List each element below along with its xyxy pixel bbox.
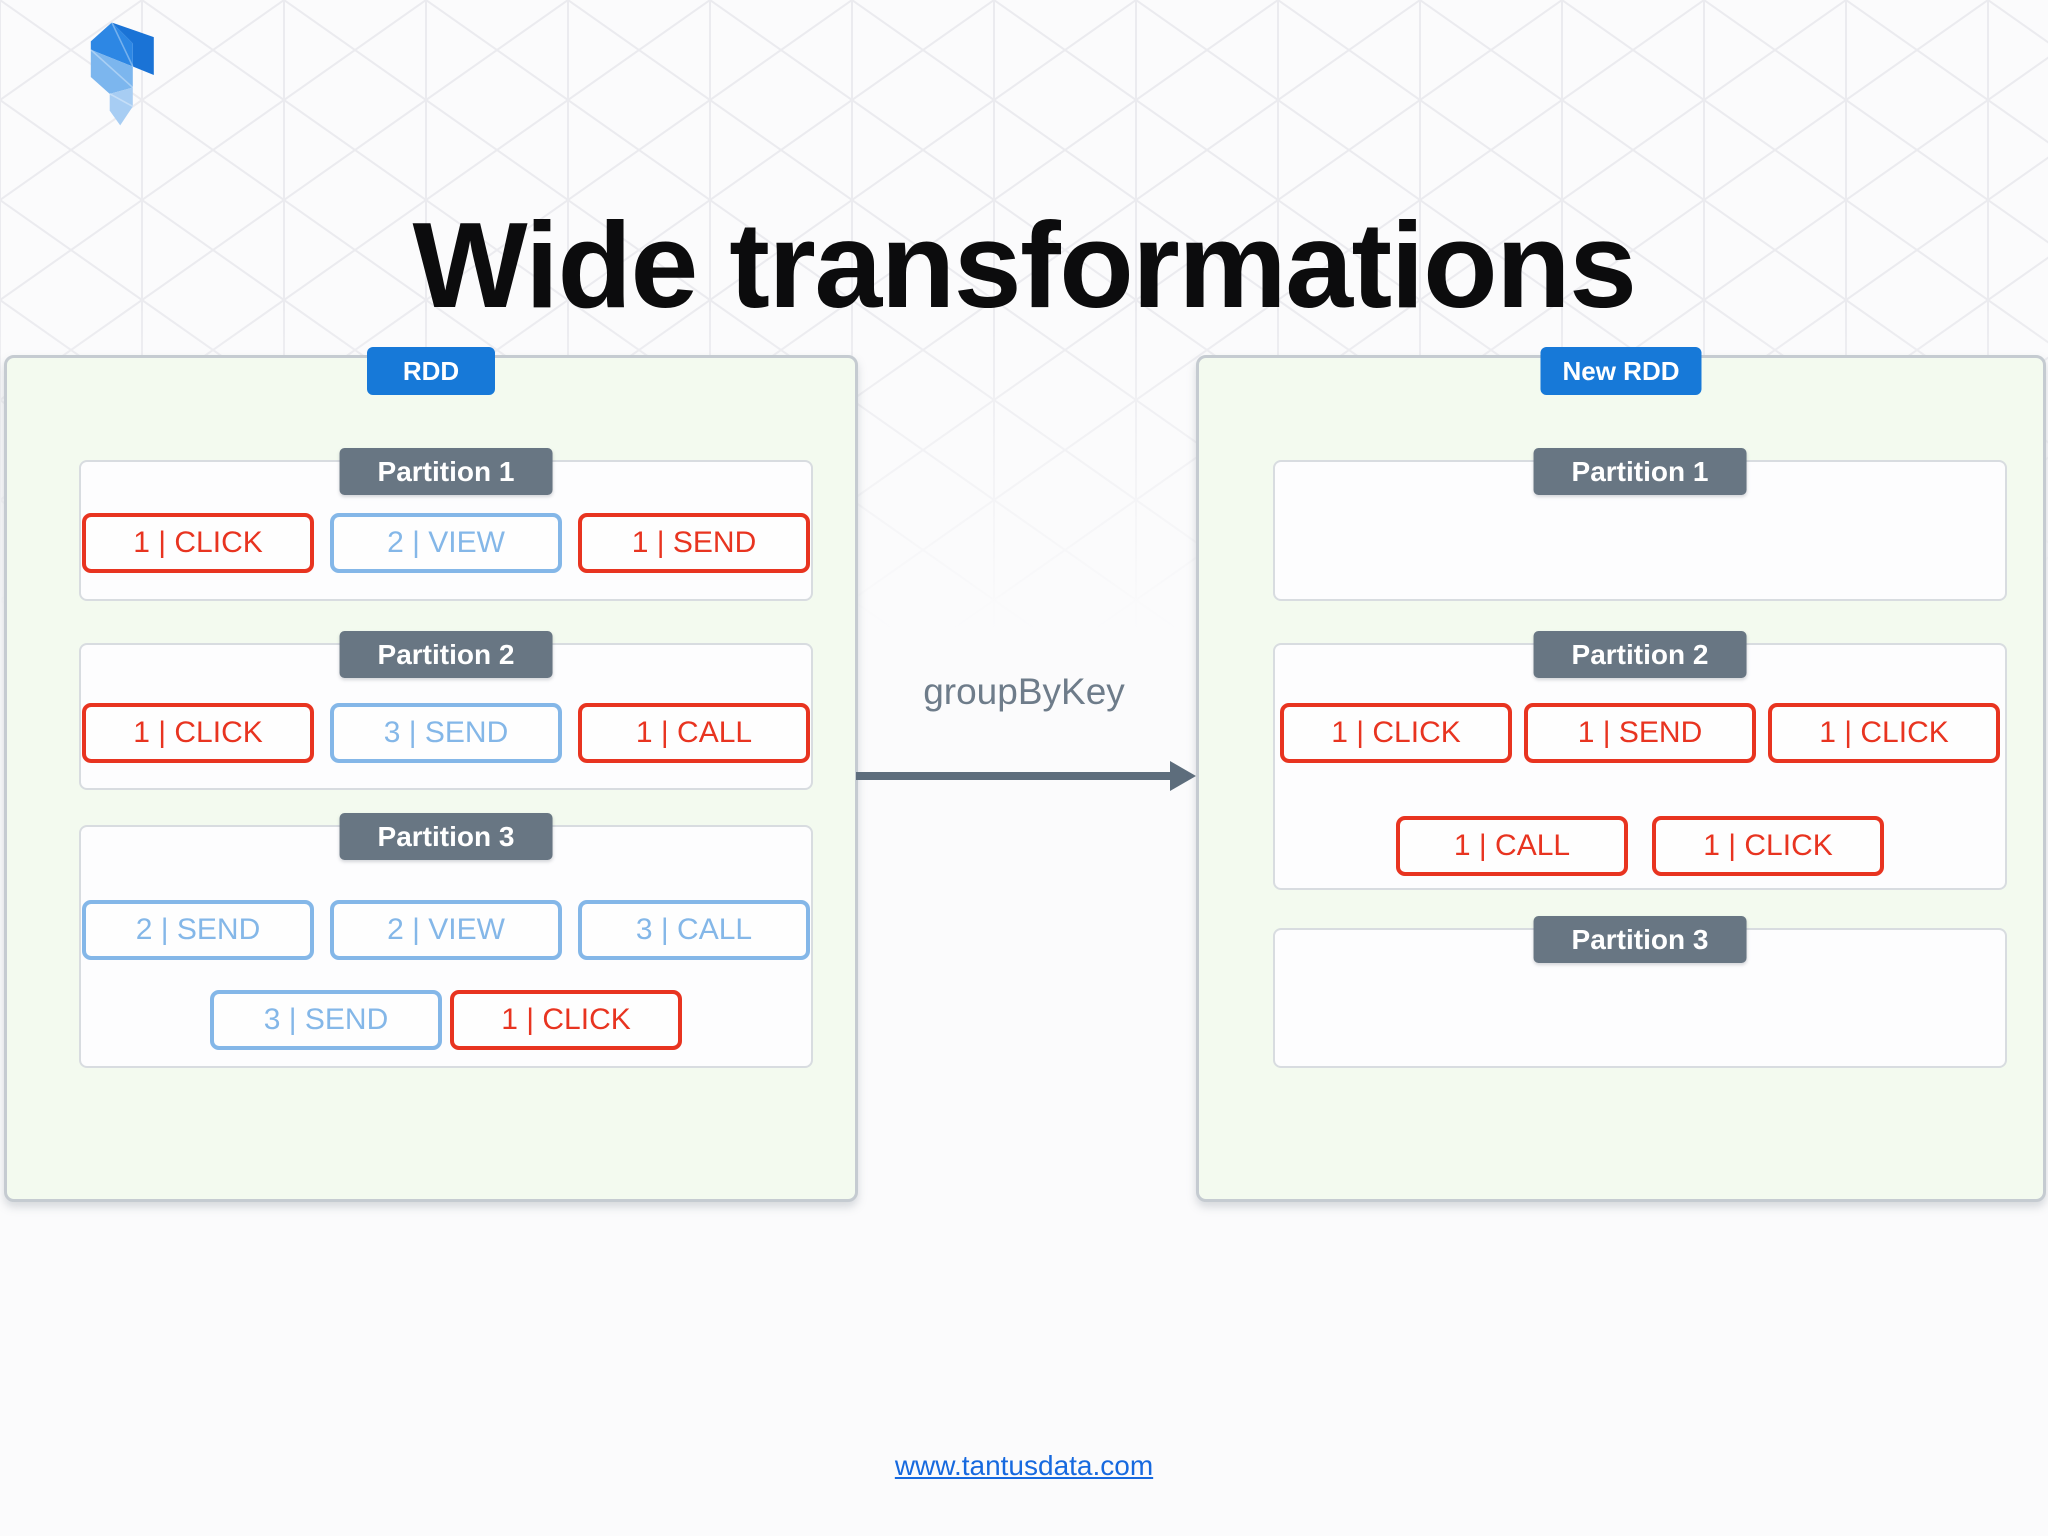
record-pill: 1 | CLICK bbox=[450, 990, 682, 1050]
partition-header: Partition 3 bbox=[1533, 916, 1747, 963]
record-pill: 1 | SEND bbox=[578, 513, 810, 573]
record-row: 2 | SEND 2 | VIEW 3 | CALL bbox=[81, 900, 811, 960]
record-row: 1 | CLICK 1 | SEND 1 | CLICK bbox=[1275, 703, 2005, 763]
shuffle-arrow-icon bbox=[856, 761, 1196, 791]
record-row: 1 | CALL 1 | CLICK bbox=[1275, 816, 2005, 876]
record-pill: 2 | VIEW bbox=[330, 900, 562, 960]
record-pill: 3 | SEND bbox=[210, 990, 442, 1050]
record-pill: 2 | VIEW bbox=[330, 513, 562, 573]
record-pill: 1 | SEND bbox=[1524, 703, 1756, 763]
record-pill: 1 | CLICK bbox=[1768, 703, 2000, 763]
source-rdd-panel: RDD Partition 1 1 | CLICK 2 | VIEW 1 | S… bbox=[4, 347, 858, 1202]
partition-header: Partition 1 bbox=[1533, 448, 1747, 495]
footer: www.tantusdata.com bbox=[0, 1450, 2048, 1482]
record-pill: 1 | CALL bbox=[1396, 816, 1628, 876]
footer-link[interactable]: www.tantusdata.com bbox=[894, 1450, 1154, 1481]
record-pill: 3 | SEND bbox=[330, 703, 562, 763]
record-pill: 1 | CLICK bbox=[1280, 703, 1512, 763]
record-row: 1 | CLICK 3 | SEND 1 | CALL bbox=[81, 703, 811, 763]
result-partition-1: Partition 1 bbox=[1273, 448, 2007, 601]
record-pill: 1 | CLICK bbox=[1652, 816, 1884, 876]
record-row: 3 | SEND 1 | CLICK bbox=[81, 990, 811, 1050]
source-partition-3: Partition 3 2 | SEND 2 | VIEW 3 | CALL 3… bbox=[79, 813, 813, 1068]
result-rdd-panel: New RDD Partition 1 Partition 2 1 | CLIC… bbox=[1196, 347, 2046, 1202]
partition-header: Partition 1 bbox=[339, 448, 553, 495]
result-partition-2: Partition 2 1 | CLICK 1 | SEND 1 | CLICK… bbox=[1273, 631, 2007, 890]
partition-header: Partition 2 bbox=[339, 631, 553, 678]
partition-header: Partition 3 bbox=[339, 813, 553, 860]
transformation-label: groupByKey bbox=[923, 671, 1125, 712]
source-partition-1: Partition 1 1 | CLICK 2 | VIEW 1 | SEND bbox=[79, 448, 813, 601]
record-pill: 1 | CALL bbox=[578, 703, 810, 763]
record-pill: 1 | CLICK bbox=[82, 703, 314, 763]
record-row: 1 | CLICK 2 | VIEW 1 | SEND bbox=[81, 513, 811, 573]
page-title: Wide transformations bbox=[412, 196, 1637, 333]
record-pill: 2 | SEND bbox=[82, 900, 314, 960]
tantusdata-logo-icon bbox=[90, 22, 154, 126]
partition-header: Partition 2 bbox=[1533, 631, 1747, 678]
record-pill: 3 | CALL bbox=[578, 900, 810, 960]
result-partition-3: Partition 3 bbox=[1273, 916, 2007, 1068]
new-rdd-badge: New RDD bbox=[1540, 347, 1702, 395]
record-pill: 1 | CLICK bbox=[82, 513, 314, 573]
source-partition-2: Partition 2 1 | CLICK 3 | SEND 1 | CALL bbox=[79, 631, 813, 790]
rdd-badge: RDD bbox=[367, 347, 495, 395]
